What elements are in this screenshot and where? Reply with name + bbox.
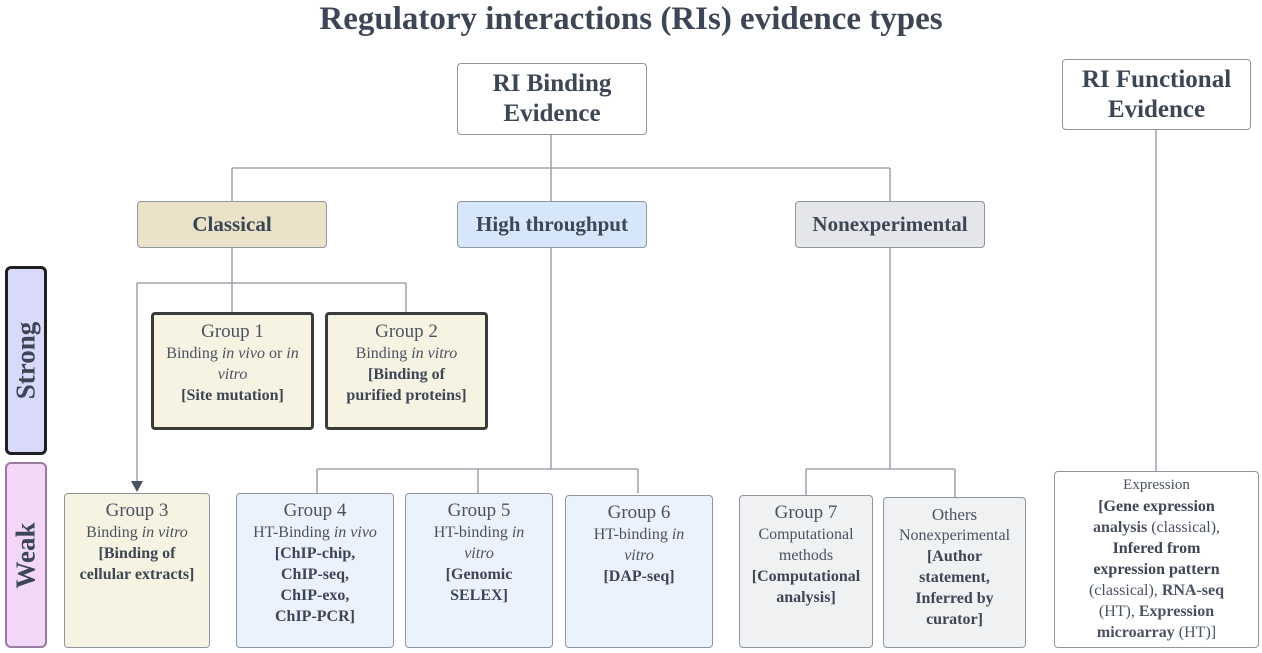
group-3-box: Group 3 Binding in vitro [Binding of cel… [64,493,210,648]
expression-line7: microarray (HT)] [1097,622,1216,643]
group-6-desc-text: HT-binding [593,526,672,543]
group-2-desc-text: Binding [355,345,412,362]
expression-line1: [Gene expression [1098,498,1215,515]
group-5-method-line2: SELEX] [450,587,508,604]
group-6-desc-line2: vitro [624,547,654,564]
group-4-method-line1: [ChIP-chip, [274,545,356,562]
group-6-name: Group 6 [607,502,671,523]
group-5-desc-line1: HT-binding in [434,522,525,543]
group-1-desc-text: Binding [166,345,222,362]
ri-functional-header-line1: RI Functional [1081,65,1232,93]
expression-line4: expression pattern [1093,561,1220,578]
group-1-desc-line2: vitro [217,366,248,383]
group-7-desc-line2: methods [778,547,834,564]
expression-line6: (HT), Expression [1099,601,1214,622]
strength-weak-label-box: Weak [5,462,47,648]
group-6-desc-line1: HT-binding in [594,524,685,545]
expression-line2: analysis (classical), [1093,517,1220,538]
group-3-method-line2: cellular extracts] [79,566,195,583]
expression-name: Expression [1123,477,1190,493]
expression-line5-normal: (classical), [1088,582,1162,599]
category-nonexperimental-label: Nonexperimental [812,212,968,236]
group-7-box: Group 7 Computational methods [Computati… [739,495,873,648]
group-1-name: Group 1 [201,321,264,342]
others-method-line3: Inferred by [915,590,994,607]
group-4-box: Group 4 HT-Binding in vivo [ChIP-chip, C… [236,493,394,648]
group-6-box: Group 6 HT-binding in vitro [DAP-seq] [565,495,713,648]
group-7-name: Group 7 [774,502,838,523]
others-name: Others [931,505,978,524]
group-3-method-line1: [Binding of [98,545,176,562]
group-2-desc-italic: in vitro [411,345,458,362]
category-classical-label: Classical [192,212,272,236]
group-4-method-line4: ChIP-PCR] [275,608,355,625]
others-method-line1: [Author [926,548,983,565]
expression-box: Expression [Gene expression analysis (cl… [1054,471,1259,648]
strength-strong-label-box: Strong [5,266,47,455]
group-5-name: Group 5 [447,500,511,521]
group-4-method-line3: ChIP-exo, [280,587,350,604]
group-4-name: Group 4 [283,500,347,521]
expression-line3: Infered from [1112,540,1201,557]
group-5-desc-line2: vitro [464,545,494,562]
page-title: Regulatory interactions (RIs) evidence t… [319,1,943,37]
category-high-throughput: High throughput [457,201,647,248]
group-1-box: Group 1 Binding in vivo or in vitro [Sit… [151,312,314,430]
category-high-throughput-label: High throughput [476,212,628,236]
group-6-desc-italic: in [671,526,685,543]
group-3-name: Group 3 [105,500,169,521]
group-4-desc-line1: HT-Binding in vivo [253,522,377,543]
others-method-line2: statement, [919,569,990,586]
group-5-method-line1: [Genomic [445,566,513,583]
expression-line2-normal: (classical), [1147,519,1221,536]
strength-weak-label: Weak [10,521,41,589]
group-7-method-line2: analysis] [776,589,836,606]
expression-line6-normal: (HT), [1098,603,1139,620]
group-5-desc-text: HT-binding [433,524,512,541]
group-7-desc-line1: Computational [758,526,854,543]
group-4-method-line2: ChIP-seq, [280,566,349,583]
group-1-desc-line1: Binding in vivo or in [166,343,298,364]
group-1-method: [Site mutation] [181,387,284,404]
expression-line7-normal: (HT)] [1174,624,1217,641]
ri-binding-header-line2: Evidence [503,100,601,127]
expression-line5: (classical), RNA-seq [1089,580,1224,601]
group-1-desc-italic2: in [286,345,299,362]
others-desc: Nonexperimental [898,527,1011,544]
group-5-desc-italic: in [511,524,525,541]
group-2-desc-line1: Binding in vitro [356,343,458,364]
expression-line2-bold: analysis [1092,519,1148,536]
group-1-desc-or: or [264,345,287,362]
expression-line6-bold: Expression [1138,603,1215,620]
group-6-method: [DAP-seq] [603,568,675,585]
group-2-name: Group 2 [375,321,438,342]
others-method-line4: curator] [926,611,983,628]
strength-strong-label: Strong [10,321,41,400]
others-nonexperimental-box: Others Nonexperimental [Author statement… [883,497,1026,648]
ri-functional-header-line2: Evidence [1107,95,1206,123]
group-3-desc-line1: Binding in vitro [86,522,188,543]
group-2-method-line2: purified proteins] [346,387,467,404]
expression-line5-bold: RNA-seq [1161,582,1225,599]
category-nonexperimental: Nonexperimental [795,201,985,248]
ri-binding-header-line1: RI Binding [492,70,612,97]
group-2-box: Group 2 Binding in vitro [Binding of pur… [325,312,488,430]
group-3-desc-text: Binding [86,524,142,541]
group-3-desc-italic: in vitro [141,524,188,541]
group-2-method-line1: [Binding of [368,366,445,383]
group-5-box: Group 5 HT-binding in vitro [Genomic SEL… [405,493,553,648]
ri-functional-evidence-box: RI Functional Evidence [1062,59,1251,130]
group-4-desc-text: HT-Binding [253,524,334,541]
group-1-desc-italic: in vivo [221,345,265,362]
ri-binding-evidence-box: RI Binding Evidence [457,63,647,135]
expression-line7-bold: microarray [1096,624,1175,641]
group-4-desc-italic: in vivo [333,524,377,541]
group-7-method-line1: [Computational [751,568,861,585]
category-classical: Classical [137,201,327,248]
